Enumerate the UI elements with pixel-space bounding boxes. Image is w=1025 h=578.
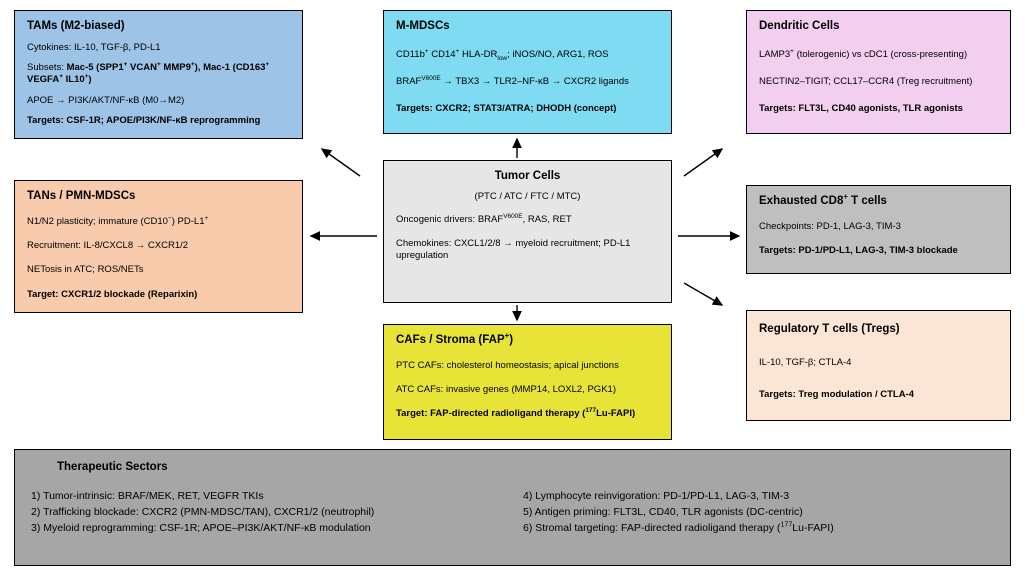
tams-line-cytokines: Cytokines: IL-10, TGF-β, PD-L1 xyxy=(27,41,161,53)
tumor-box: Tumor Cells (PTC / ATC / FTC / MTC) Onco… xyxy=(383,160,672,303)
sector-line-6: 6) Stromal targeting: FAP-directed radio… xyxy=(523,520,834,534)
tams-title: TAMs (M2-biased) xyxy=(27,20,125,32)
tumor-subtitle: (PTC / ATC / FTC / MTC) xyxy=(474,190,581,202)
sector-line-2: 2) Trafficking blockade: CXCR2 (PMN-MDSC… xyxy=(31,505,375,518)
tumor-line-drivers: Oncogenic drivers: BRAFV600E, RAS, RET xyxy=(396,212,572,225)
cafs-title: CAFs / Stroma (FAP+) xyxy=(396,331,514,346)
arrow-tumor-to-dc xyxy=(683,148,724,177)
mmdsc-line-braf: BRAFV600E → TBX3 → TLR2–NF-κB → CXCR2 li… xyxy=(396,74,629,88)
therapeutic-sectors-col2: 4) Lymphocyte reinvigoration: PD-1/PD-L1… xyxy=(523,489,834,536)
tregs-box: Regulatory T cells (Tregs) IL-10, TGF-β;… xyxy=(746,310,1011,421)
therapeutic-sectors-box: Therapeutic Sectors 1) Tumor-intrinsic: … xyxy=(14,449,1011,566)
dendritic-line-lamp3: LAMP3+ (tolerogenic) vs cDC1 (cross-pres… xyxy=(759,47,968,60)
tans-line-plasticity: N1/N2 plasticity; immature (CD10−) PD-L1… xyxy=(27,214,209,227)
tams-box: TAMs (M2-biased) Cytokines: IL-10, TGF-β… xyxy=(14,10,303,139)
cd8-line-checkpoints: Checkpoints: PD-1, LAG-3, TIM-3 xyxy=(759,220,901,232)
tregs-line-targets: Targets: Treg modulation / CTLA-4 xyxy=(759,389,914,401)
sector-line-3: 3) Myeloid reprogramming: CSF-1R; APOE–P… xyxy=(31,521,371,534)
cafs-line-atc: ATC CAFs: invasive genes (MMP14, LOXL2, … xyxy=(396,384,616,396)
tumor-title: Tumor Cells xyxy=(494,170,561,182)
mmdsc-box: M-MDSCs CD11b+ CD14+ HLA-DRlow; iNOS/NO,… xyxy=(383,10,672,134)
cafs-box: CAFs / Stroma (FAP+) PTC CAFs: cholester… xyxy=(383,324,672,440)
therapeutic-sectors-col1: 1) Tumor-intrinsic: BRAF/MEK, RET, VEGFR… xyxy=(31,489,523,536)
arrow-tumor-to-tregs xyxy=(683,282,724,306)
dendritic-title: Dendritic Cells xyxy=(759,20,840,32)
sector-line-1: 1) Tumor-intrinsic: BRAF/MEK, RET, VEGFR… xyxy=(31,490,264,502)
tams-line-subsets: Subsets: Mac-5 (SPP1+ VCAN+ MMP9+), Mac-… xyxy=(27,60,270,86)
sector-line-4: 4) Lymphocyte reinvigoration: PD-1/PD-L1… xyxy=(523,490,790,502)
tans-line-target: Target: CXCR1/2 blockade (Reparixin) xyxy=(27,288,198,300)
arrow-tumor-to-tams xyxy=(320,148,361,177)
cd8-title: Exhausted CD8+ T cells xyxy=(759,192,887,207)
tans-line-recruitment: Recruitment: IL-8/CXCL8 → CXCR1/2 xyxy=(27,240,189,252)
tams-line-targets: Targets: CSF-1R; APOE/PI3K/NF-κB reprogr… xyxy=(27,115,261,127)
therapeutic-sectors-columns: 1) Tumor-intrinsic: BRAF/MEK, RET, VEGFR… xyxy=(31,489,994,536)
mmdsc-line-targets: Targets: CXCR2; STAT3/ATRA; DHODH (conce… xyxy=(396,103,617,115)
dendritic-line-targets: Targets: FLT3L, CD40 agonists, TLR agoni… xyxy=(759,103,963,115)
mmdsc-line-markers: CD11b+ CD14+ HLA-DRlow; iNOS/NO, ARG1, R… xyxy=(396,47,609,62)
tans-title: TANs / PMN-MDSCs xyxy=(27,190,136,202)
cafs-line-ptc: PTC CAFs: cholesterol homeostasis; apica… xyxy=(396,359,619,371)
therapeutic-sectors-title: Therapeutic Sectors xyxy=(57,461,168,473)
tans-box: TANs / PMN-MDSCs N1/N2 plasticity; immat… xyxy=(14,180,303,313)
tregs-line-cytokines: IL-10, TGF-β; CTLA-4 xyxy=(759,356,852,368)
tans-line-netosis: NETosis in ATC; ROS/NETs xyxy=(27,264,144,276)
tams-line-apoe: APOE → PI3K/AKT/NF-κB (M0→M2) xyxy=(27,94,185,106)
cafs-line-target: Target: FAP-directed radioligand therapy… xyxy=(396,407,636,420)
tumor-line-chemokines: Chemokines: CXCL1/2/8 → myeloid recruitm… xyxy=(396,238,631,262)
dendritic-line-nectin: NECTIN2–TIGIT; CCL17–CCR4 (Treg recruitm… xyxy=(759,76,973,88)
cd8-box: Exhausted CD8+ T cells Checkpoints: PD-1… xyxy=(746,185,1011,274)
mmdsc-title: M-MDSCs xyxy=(396,20,450,32)
dendritic-box: Dendritic Cells LAMP3+ (tolerogenic) vs … xyxy=(746,10,1011,134)
sector-line-5: 5) Antigen priming: FLT3L, CD40, TLR ago… xyxy=(523,505,803,518)
cd8-line-targets: Targets: PD-1/PD-L1, LAG-3, TIM-3 blocka… xyxy=(759,245,958,257)
tregs-title: Regulatory T cells (Tregs) xyxy=(759,323,900,335)
